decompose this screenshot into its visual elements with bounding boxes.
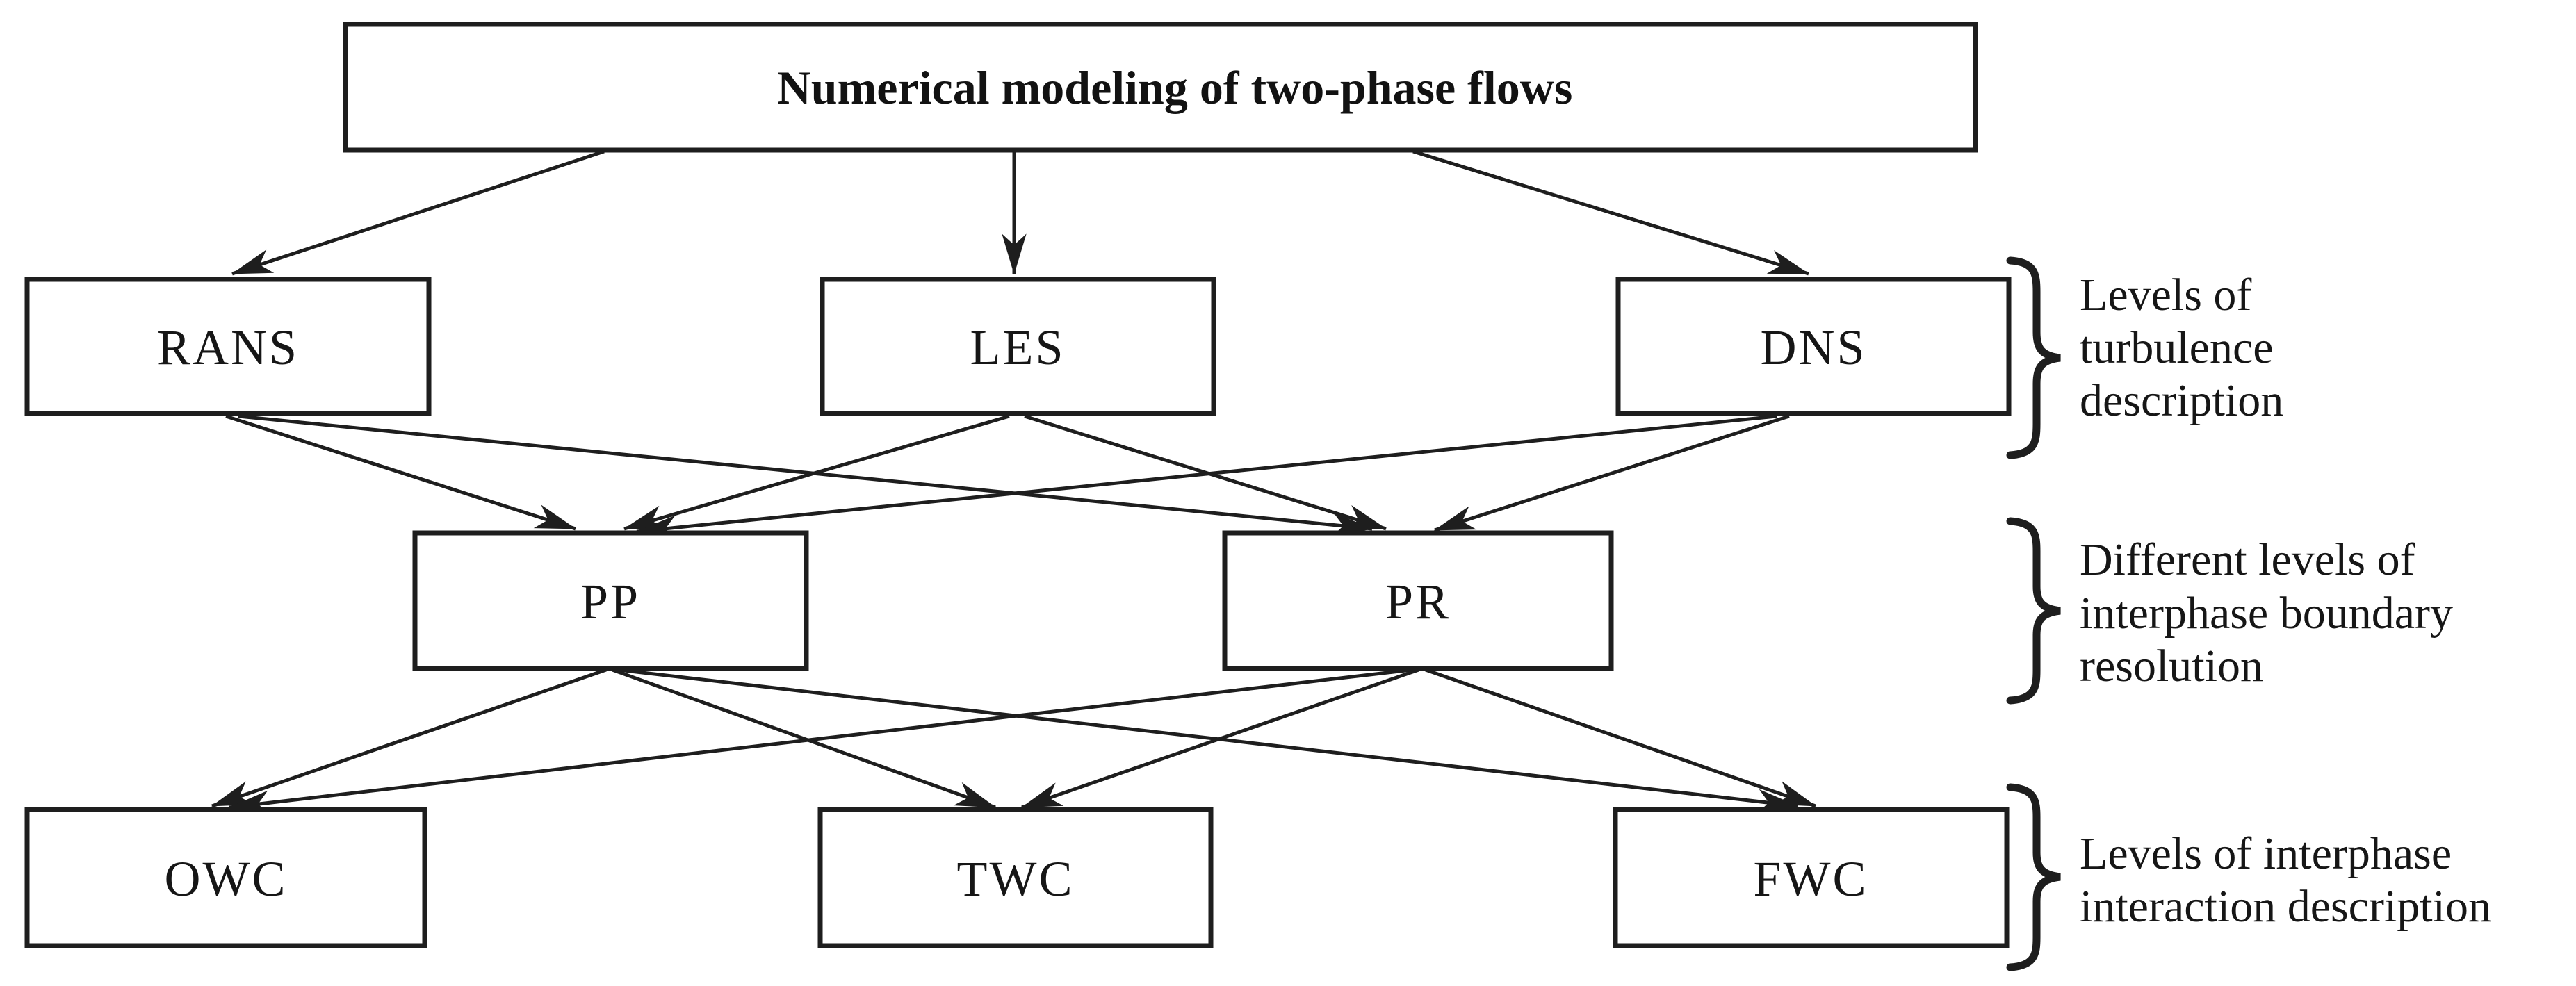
edge-dns-pp xyxy=(635,414,1777,540)
node-les-box xyxy=(820,277,1216,416)
annotation-turbulence-line-3: description xyxy=(2080,375,2283,426)
node-twc-box xyxy=(817,807,1214,948)
annotation-boundary-line-2: interphase boundary xyxy=(2080,588,2453,639)
node-dns-label: DNS xyxy=(1760,320,1866,375)
level-turbulence: RANS LES DNS xyxy=(24,277,2012,416)
level-interaction: OWC TWC FWC xyxy=(24,807,2010,948)
node-dns-box xyxy=(1615,277,2012,416)
node-pp-box xyxy=(412,530,809,671)
edge-les-pp xyxy=(623,414,1010,531)
node-rans-label: RANS xyxy=(157,320,299,375)
node-owc: OWC xyxy=(24,807,427,948)
level-boundary-resolution: PP PR xyxy=(412,530,1614,671)
node-owc-box xyxy=(24,807,427,948)
annotation-turbulence-line-1: Levels of xyxy=(2080,270,2251,320)
node-owc-label: OWC xyxy=(165,851,288,907)
edge-root-rans xyxy=(231,149,605,276)
edge-rans-pp xyxy=(225,414,577,531)
edge-pr-fwc xyxy=(1425,668,1817,808)
brace-boundary-resolution xyxy=(2006,517,2061,705)
edge-root-dns xyxy=(1412,149,1810,276)
annotation-interaction-line-2: interaction description xyxy=(2080,881,2491,932)
brace-turbulence xyxy=(2006,256,2061,459)
annotation-boundary-resolution: Different levels of interphase boundary … xyxy=(2080,534,2453,691)
edges-turbulence-to-boundary xyxy=(225,414,1790,540)
edge-pp-owc xyxy=(211,668,607,808)
node-dns: DNS xyxy=(1615,277,2012,416)
edge-pp-fwc xyxy=(617,668,1799,814)
edge-rans-pr xyxy=(238,414,1373,537)
node-fwc-box xyxy=(1613,807,2010,948)
node-rans-box xyxy=(24,277,432,416)
node-pp-label: PP xyxy=(580,574,640,630)
brace-interaction xyxy=(2006,783,2061,971)
node-twc: TWC xyxy=(817,807,1214,948)
annotation-boundary-line-3: resolution xyxy=(2080,641,2263,691)
node-root-label: Numerical modeling of two-phase flows xyxy=(777,61,1573,114)
edge-dns-pr xyxy=(1433,414,1790,532)
node-pr-label: PR xyxy=(1385,574,1451,630)
node-pr: PR xyxy=(1222,530,1614,671)
annotation-turbulence-line-2: turbulence xyxy=(2080,322,2274,373)
node-root-box xyxy=(343,22,1978,153)
node-les: LES xyxy=(820,277,1216,416)
edge-pp-twc xyxy=(612,668,997,810)
node-pp: PP xyxy=(412,530,809,671)
node-fwc-label: FWC xyxy=(1753,851,1868,907)
node-fwc: FWC xyxy=(1613,807,2010,948)
node-rans: RANS xyxy=(24,277,432,416)
node-twc-label: TWC xyxy=(957,851,1075,907)
edges-boundary-to-interaction xyxy=(211,668,1817,815)
annotation-boundary-line-1: Different levels of xyxy=(2080,534,2415,585)
edge-pr-twc xyxy=(1020,668,1419,810)
annotation-interaction: Levels of interphase interaction descrip… xyxy=(2080,828,2491,932)
edges-root-to-turbulence xyxy=(231,149,1810,276)
braces xyxy=(2006,256,2061,971)
edge-pr-owc xyxy=(228,668,1412,815)
node-pr-box xyxy=(1222,530,1614,671)
node-les-label: LES xyxy=(970,320,1065,375)
annotation-turbulence: Levels of turbulence description xyxy=(2080,270,2283,426)
node-root: Numerical modeling of two-phase flows xyxy=(343,22,1978,153)
annotation-interaction-line-1: Levels of interphase xyxy=(2080,828,2452,879)
